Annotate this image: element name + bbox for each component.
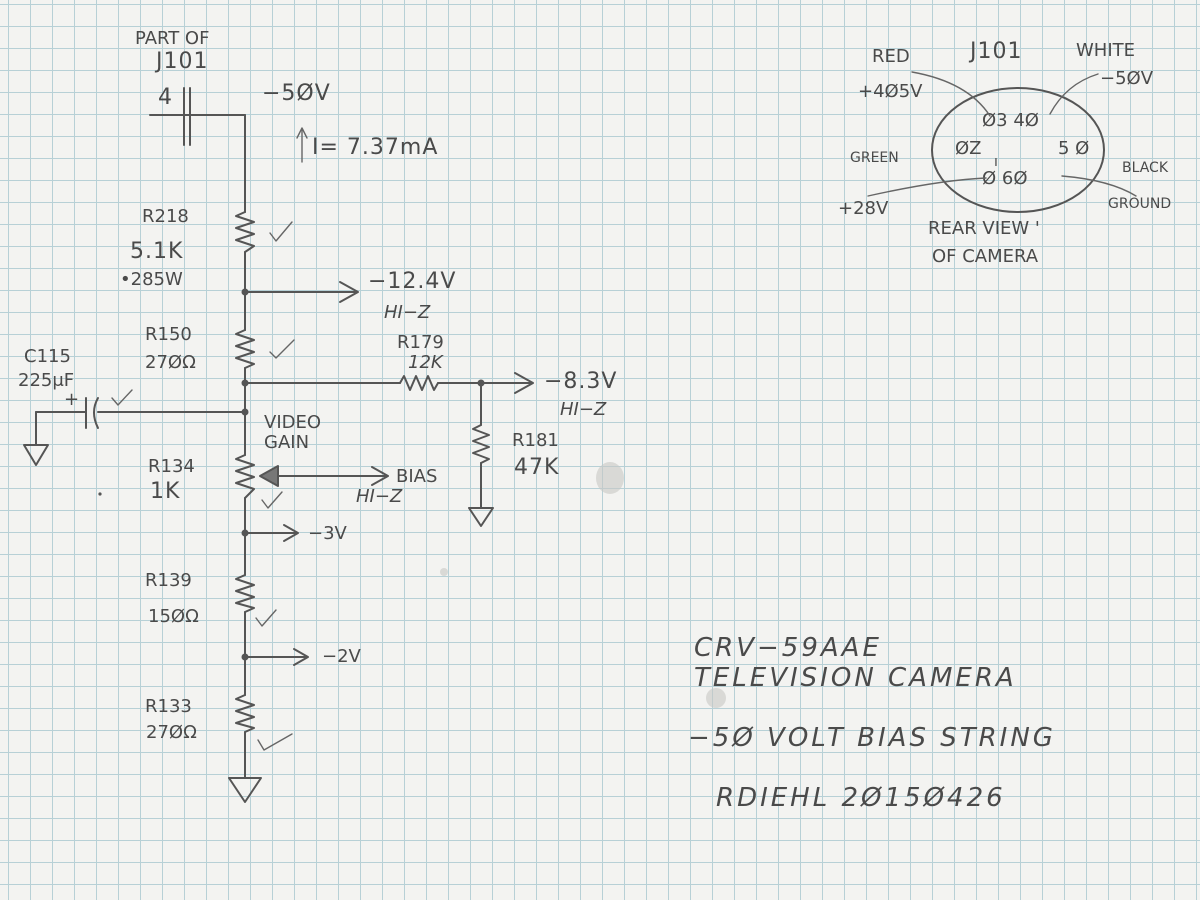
resistor-r139: R139 15ØΩ <box>145 570 277 627</box>
connector-pin-number: 4 <box>158 85 173 110</box>
c115-ref: C115 <box>24 346 71 367</box>
tap-2v-arrow <box>244 648 309 666</box>
title-description: −5Ø VOLT BIAS STRING <box>688 723 1056 753</box>
connector-part-ref: J101 <box>154 49 208 74</box>
pencil-speck <box>98 492 102 496</box>
c115-value: 225μF <box>18 370 74 391</box>
current-arrow <box>296 127 308 163</box>
tap-3v-voltage: −3V <box>308 523 348 544</box>
pins-top: Ø3 4Ø <box>982 110 1039 131</box>
black-wire-label: BLACK <box>1122 160 1169 176</box>
supply-voltage-label: −5ØV <box>262 81 331 106</box>
red-wire-label: RED <box>872 46 910 67</box>
tap-3v-arrow <box>244 524 299 542</box>
potentiometer-r134: VIDEO GAIN R134 1K <box>148 412 389 509</box>
current-label: I= 7.37mA <box>312 135 438 160</box>
resistor-r179: R179 12K <box>244 332 534 394</box>
tap-2v-voltage: −2V <box>322 646 362 667</box>
pin-5: 5 Ø <box>1058 138 1089 159</box>
title-device: TELEVISION CAMERA <box>694 663 1017 693</box>
rear-view-caption-2: OF CAMERA <box>932 246 1039 267</box>
ground-symbol <box>468 507 494 527</box>
resistor-r181: R181 47K <box>472 382 559 509</box>
tap-8v3-impedance: HI−Z <box>560 399 607 420</box>
r134-value: 1K <box>150 479 180 504</box>
white-wire <box>1049 73 1099 115</box>
black-wire <box>1061 175 1137 197</box>
white-wire-label: WHITE <box>1076 40 1135 61</box>
r179-ref: R179 <box>397 332 444 353</box>
r150-ref: R150 <box>145 324 192 345</box>
j101-title: J101 <box>968 39 1022 64</box>
resistor-r133: R133 27ØΩ <box>145 694 293 751</box>
check-mark <box>269 339 295 359</box>
resistor-r150: R150 27ØΩ <box>145 324 295 373</box>
title-model: CRV−59AAE <box>694 633 882 663</box>
paper-smudge <box>440 568 448 576</box>
bias-label: BIAS <box>396 466 437 487</box>
r218-power: •285W <box>120 269 183 290</box>
r133-ref: R133 <box>145 696 192 717</box>
r150-value: 27ØΩ <box>145 352 196 373</box>
connector-part-label: PART OF <box>135 28 209 49</box>
r134-note-gain: GAIN <box>264 432 309 453</box>
r218-value: 5.1K <box>130 239 183 264</box>
capacitor-c115: C115 225μF + <box>18 346 246 446</box>
green-wire <box>867 177 987 197</box>
check-mark <box>261 491 283 509</box>
paper-smudge <box>706 688 726 708</box>
ground-symbol <box>23 444 49 466</box>
white-wire-voltage: −5ØV <box>1100 68 1154 89</box>
r134-ref: R134 <box>148 456 195 477</box>
j101-part-connector: PART OF J101 4 <box>135 28 246 146</box>
r181-ref: R181 <box>512 430 559 451</box>
r139-ref: R139 <box>145 570 192 591</box>
pins-bottom: Ø 6Ø <box>982 168 1028 189</box>
r179-value: 12K <box>408 352 444 373</box>
green-wire-label: GREEN <box>850 150 899 166</box>
title-author-date: RDIEHL 2Ø15Ø426 <box>716 783 1006 813</box>
paper-smudge <box>596 462 624 494</box>
r218-ref: R218 <box>142 206 189 227</box>
r181-value: 47K <box>514 455 559 480</box>
tap-12v4-voltage: −12.4V <box>368 269 456 294</box>
connector-body <box>931 87 1105 213</box>
c115-polarity: + <box>64 389 79 410</box>
tap-12v4-arrow <box>244 281 359 303</box>
r134-note-video: VIDEO <box>264 412 321 433</box>
tap-12v4-impedance: HI−Z <box>384 302 431 323</box>
ground-symbol <box>228 777 262 803</box>
title-block: CRV−59AAE TELEVISION CAMERA −5Ø VOLT BIA… <box>688 633 1056 813</box>
check-mark <box>257 733 293 751</box>
rear-view-caption: REAR VIEW ' <box>928 218 1040 239</box>
red-wire-voltage: +4Ø5V <box>858 81 923 102</box>
check-mark <box>255 609 277 627</box>
green-wire-voltage: +28V <box>838 198 889 219</box>
check-mark <box>269 221 293 242</box>
red-wire <box>911 71 991 117</box>
check-mark <box>111 389 133 406</box>
j101-rear-view: J101 Ø3 4Ø ØZ 5 Ø ı Ø 6Ø RED +4Ø5V WHITE… <box>838 39 1171 267</box>
bias-impedance: HI−Z <box>356 486 403 507</box>
wiper-arrow <box>259 465 279 487</box>
r139-value: 15ØΩ <box>148 606 199 627</box>
black-wire-voltage: GROUND <box>1108 196 1171 212</box>
resistor-r218: R218 5.1K •285W <box>120 206 293 290</box>
r133-value: 27ØΩ <box>146 722 197 743</box>
tap-8v3-voltage: −8.3V <box>544 369 617 394</box>
pin-2: ØZ <box>955 138 982 159</box>
pin-1: ı <box>994 154 998 170</box>
